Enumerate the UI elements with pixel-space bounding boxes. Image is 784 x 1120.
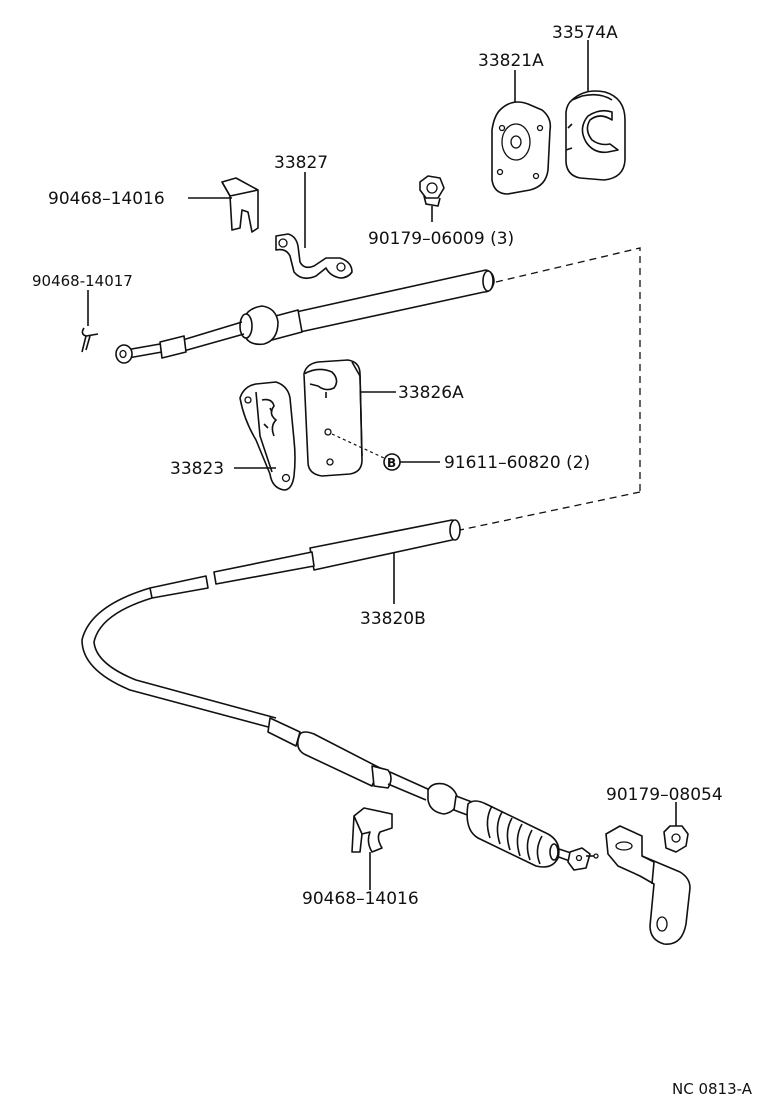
bolt-symbol-91611-60820: B bbox=[383, 453, 401, 471]
label-33820b: 33820B bbox=[360, 609, 426, 629]
label-33827: 33827 bbox=[274, 153, 328, 173]
cotter-pin-90468-14017 bbox=[81, 327, 99, 353]
bracket-33823 bbox=[239, 381, 296, 491]
nut-90179-08054 bbox=[663, 825, 689, 853]
label-33821a: 33821A bbox=[478, 51, 544, 71]
label-90468-14016-top: 90468–14016 bbox=[48, 189, 165, 209]
label-90468-14016-bottom: 90468–14016 bbox=[302, 889, 419, 909]
label-33823: 33823 bbox=[170, 459, 224, 479]
dashed-guide-lower bbox=[459, 491, 641, 531]
lower-mounting-bracket bbox=[605, 825, 691, 945]
bracket-33826a bbox=[303, 359, 363, 477]
main-cable-33820b bbox=[81, 519, 599, 871]
upper-cable bbox=[115, 269, 495, 364]
cover-plate-33821a bbox=[491, 101, 552, 195]
bolt-symbol-letter: B bbox=[387, 456, 396, 470]
label-33574a: 33574A bbox=[552, 23, 618, 43]
label-33826a: 33826A bbox=[398, 383, 464, 403]
label-91611-60820: 91611–60820 (2) bbox=[444, 453, 590, 473]
diagram-id: NC 0813-A bbox=[672, 1080, 753, 1098]
label-90468-14017: 90468-14017 bbox=[32, 272, 133, 290]
dashed-guide-upper bbox=[495, 247, 641, 492]
label-90179-08054: 90179–08054 bbox=[606, 785, 723, 805]
label-90179-06009: 90179–06009 (3) bbox=[368, 229, 514, 249]
nut-90179-06009 bbox=[419, 175, 445, 207]
grommet-33574a bbox=[565, 90, 626, 181]
bracket-33827 bbox=[275, 233, 353, 280]
clip-90468-14016-top bbox=[221, 177, 259, 233]
clip-90468-14016-bottom bbox=[351, 807, 393, 853]
